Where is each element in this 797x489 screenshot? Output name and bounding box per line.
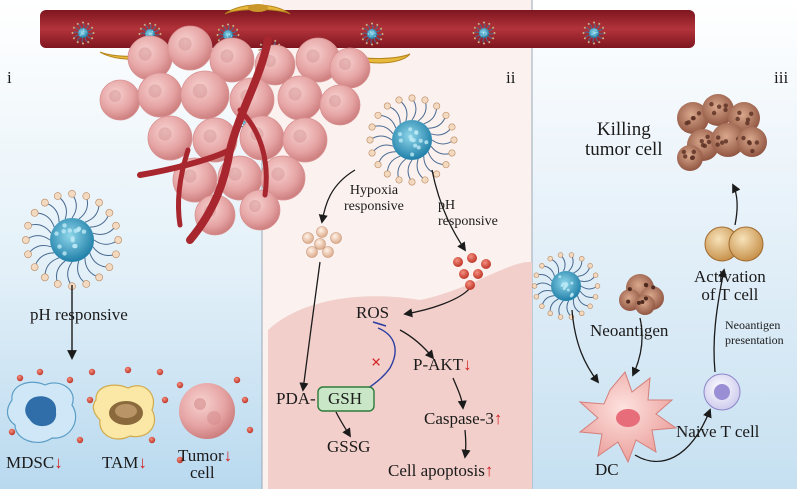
ph-responsive-label-ii: pHresponsive: [438, 198, 498, 230]
gsh-label: GSH: [328, 389, 362, 409]
neoantigen-presentation-label: Neoantigenpresentation: [725, 318, 784, 348]
ros-label: ROS: [356, 303, 389, 323]
neoantigen-label: Neoantigen: [590, 321, 668, 341]
tumor-cell-i: [179, 383, 235, 439]
naive-t-cell-label: Naive T cell: [676, 422, 759, 442]
pda-label: PDA-: [276, 389, 316, 409]
panel-label-iii: iii: [774, 68, 788, 88]
tumor-cell-label: Tumor↓cell: [178, 447, 232, 481]
mdsc-cell: [7, 382, 75, 442]
panel-label-ii: ii: [506, 68, 515, 88]
activation-label: Activationof T cell: [694, 268, 766, 304]
killing-tumor-cell-label: Killingtumor cell: [585, 120, 663, 160]
tam-label: TAM↓: [102, 453, 147, 473]
hypoxia-responsive-label: Hypoxiaresponsive: [344, 183, 404, 215]
pakt-label: P-AKT↓: [413, 355, 472, 375]
naive-t-cell: [704, 374, 740, 410]
mdsc-label: MDSC↓: [6, 453, 63, 473]
gssg-label: GSSG: [327, 437, 370, 457]
tam-cell: [93, 385, 154, 439]
endothelial-nucleus: [248, 4, 268, 12]
dc-label: DC: [595, 460, 619, 480]
apoptosis-label: Cell apoptosis↑: [388, 461, 493, 481]
panel-label-i: i: [7, 68, 12, 88]
ph-responsive-label-i: pH responsive: [30, 305, 128, 325]
caspase-label: Caspase-3↑: [424, 409, 502, 429]
activated-t-cells: [705, 227, 763, 261]
inhibit-mark: ×: [371, 352, 381, 373]
